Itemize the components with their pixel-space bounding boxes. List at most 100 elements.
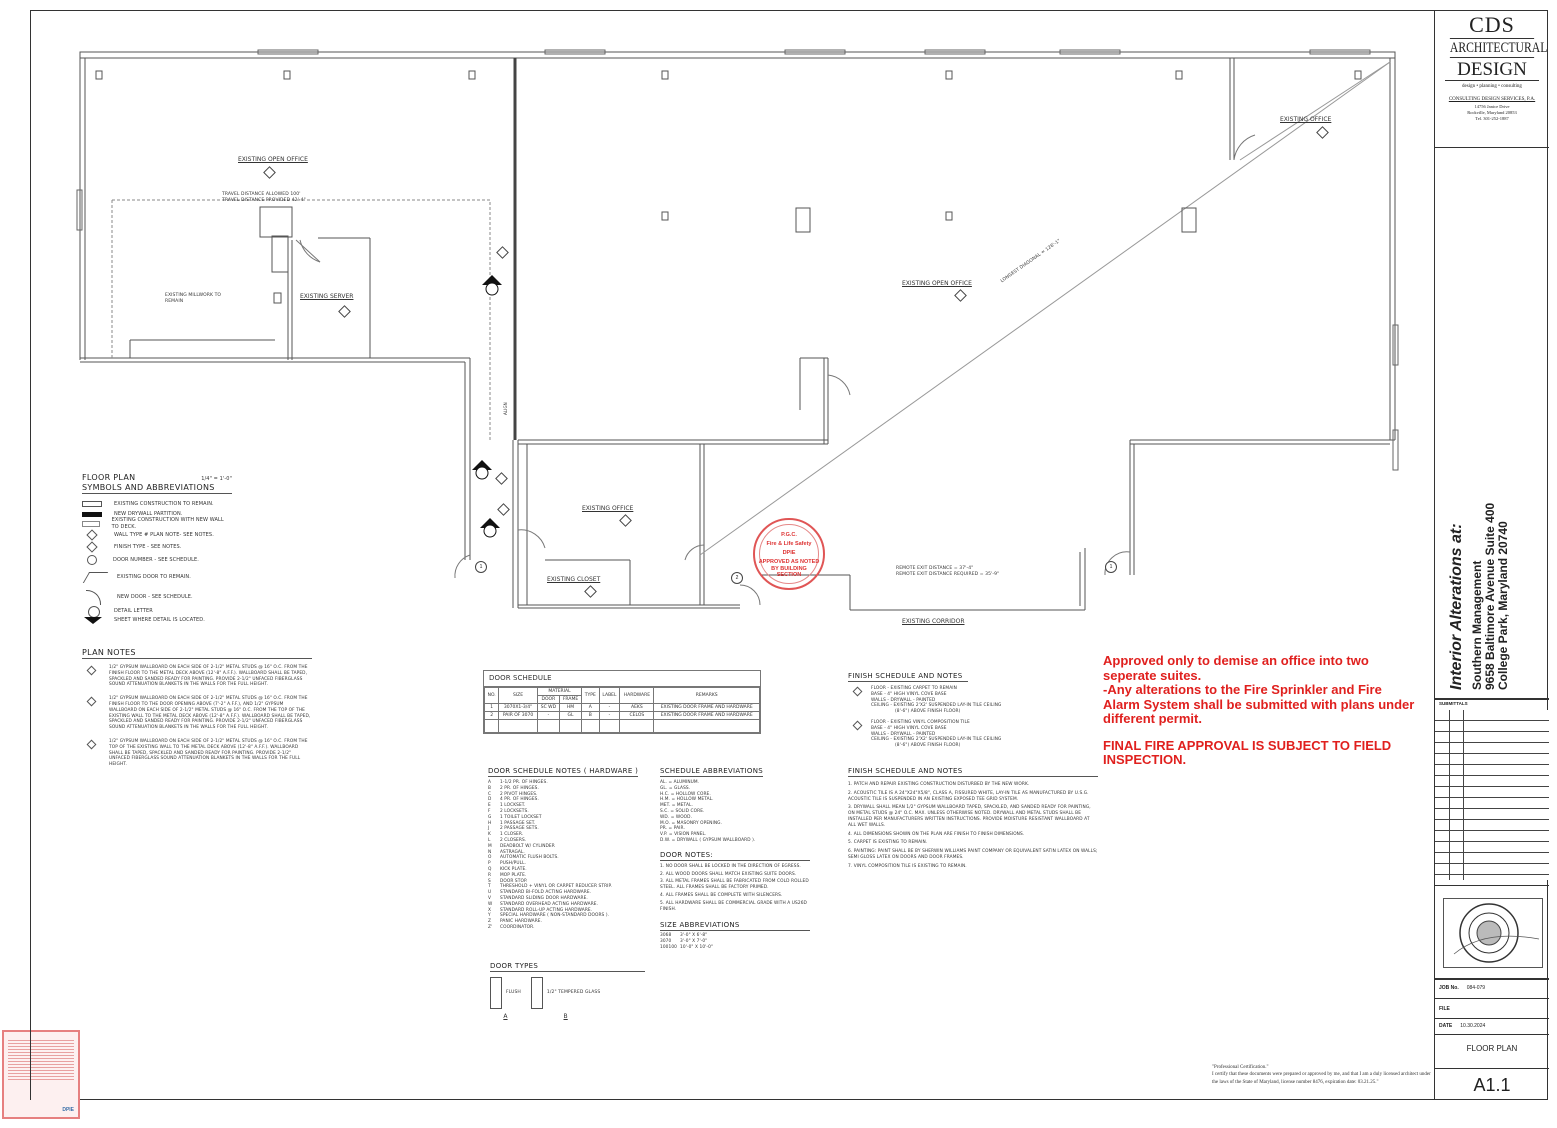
finish-line: WALLS - DRYWALL - PAINTED: [871, 731, 936, 737]
legend-item: WALL TYPE # PLAN NOTE- SEE NOTES.: [114, 531, 214, 538]
wall-type-icon: [86, 529, 98, 541]
hardware-key: F: [488, 808, 491, 814]
hardware-key: M: [488, 843, 492, 849]
plan-note: 1/2" GYPSUM WALLBOARD ON EACH SIDE OF 2-…: [109, 665, 308, 688]
legend-item: NEW DOOR - SEE SCHEDULE.: [117, 593, 193, 600]
job-value: 084-079: [1466, 985, 1486, 991]
schedule-abbreviations: SCHEDULE ABBREVIATIONS AL. = ALUMINUM.GL…: [660, 760, 830, 951]
legend-item: EXISTING DOOR TO REMAIN.: [117, 573, 191, 580]
door-type-note: FLUSH: [506, 989, 521, 995]
col-header: No.: [483, 687, 500, 705]
cell-no: 1: [483, 703, 500, 713]
sheet-edge: [30, 1010, 31, 1100]
fire-approval-stamp: P.G.C. Fire & Life Safety DPIE APPROVED …: [753, 518, 825, 590]
hardware-desc: ASTRAGAL.: [500, 849, 525, 855]
wall-type-icon: [86, 739, 97, 750]
hardware-desc: STANDARD SLIDING DOOR HARDWARE.: [500, 895, 588, 901]
col-header: LABEL: [598, 687, 621, 705]
stamp-line: SECTION: [776, 572, 802, 578]
finish-line: (8'-6") ABOVE FINISH FLOOR): [895, 709, 961, 715]
finish-schedule-title: FINISH SCHEDULE AND NOTES: [848, 672, 968, 682]
hardware-notes-title: DOOR SCHEDULE NOTES ( HARDWARE ): [488, 767, 639, 777]
project-line: College Park, Maryland 20740: [1496, 521, 1510, 690]
remote-exit-distance: REMOTE EXIT DISTANCE = 37'-4": [896, 566, 974, 571]
finish-note: 7. VINYL COMPOSITION TILE IS EXISTING TO…: [848, 863, 967, 869]
door-types: DOOR TYPES FLUSH A 1/2" TEMPERED GLASS B: [490, 955, 645, 1021]
finish-type-icon: [852, 720, 863, 731]
abbreviation-item: PR. = PAIR.: [660, 826, 685, 832]
room-label-open-office-west: EXISTING OPEN OFFICE: [238, 156, 308, 163]
abbreviation-item: WD. = WOOD.: [660, 814, 693, 820]
hardware-key: D: [488, 797, 492, 803]
existing-new-wall-icon: [82, 521, 100, 527]
door-type-letter: A: [503, 1013, 508, 1020]
approval-conditions-note: Approved only to demise an office into t…: [1103, 653, 1433, 768]
finish-notes: FINISH SCHEDULE AND NOTES 1. PATCH AND R…: [848, 760, 1098, 873]
cell-size: 3070x1-3/4": [498, 703, 538, 713]
wall-type-icon: [86, 696, 97, 707]
hardware-desc: STANDARD OVERHEAD ACTING HARDWARE.: [500, 901, 599, 907]
table-row: 2 PAIR OF 3070 - GL B - CELOS EXISTING D…: [483, 711, 760, 721]
cell-label: -: [598, 711, 621, 721]
finish-schedule: FINISH SCHEDULE AND NOTES FLOOR - EXISTI…: [848, 665, 1083, 749]
symbols-legend: FLOOR PLAN 1/4" = 1'-0" SYMBOLS AND ABBR…: [82, 473, 232, 625]
logo-line: CDS: [1469, 12, 1515, 37]
cell-remarks: EXISTING DOOR FRAME AND HARDWARE: [653, 703, 760, 713]
hardware-desc: MOP PLATE.: [500, 872, 527, 878]
door-tag-icon: 1: [475, 561, 487, 573]
size-abbr-title: SIZE ABBREVIATIONS: [660, 921, 810, 932]
date-field: DATE 10.30.2024: [1439, 1023, 1485, 1029]
plan-note: 1/2" GYPSUM WALLBOARD ON EACH SIDE OF 2-…: [109, 738, 308, 768]
cell-type: A: [581, 703, 600, 713]
cell-no: 2: [483, 711, 500, 721]
col-header: TYPE: [581, 687, 600, 705]
size-code: 3068: [660, 933, 672, 939]
table-row-empty: [483, 719, 760, 734]
travel-distance-provided: TRAVEL DISTANCE PROVIDED 42'-4": [222, 198, 306, 203]
finish-type-icon: [86, 541, 98, 553]
hardware-key: P: [488, 861, 491, 867]
hardware-key: Q: [488, 866, 492, 872]
finish-line: FLOOR - EXISTING VINYL COMPOSITION TILE: [871, 719, 970, 725]
finish-line: CEILING - EXISTING 2'x2' SUSPENDED LAY-I…: [871, 737, 1002, 743]
plan-note: 1/2" GYPSUM WALLBOARD ON EACH SIDE OF 2-…: [109, 696, 311, 731]
finish-note: 1. PATCH AND REPAIR EXISTING CONSTRUCTIO…: [848, 782, 1030, 787]
align-note: ALIGN: [503, 402, 508, 415]
door-types-title: DOOR TYPES: [490, 962, 645, 972]
hardware-key: Z': [488, 924, 493, 930]
legend-item: DETAIL LETTER: [114, 608, 153, 615]
size-code: 100100: [660, 944, 678, 950]
hardware-key: X: [488, 907, 492, 913]
legend-title: FLOOR PLAN: [82, 473, 136, 482]
hardware-key: T: [488, 884, 491, 890]
stamp-line: Fire & Life Safety: [766, 541, 812, 547]
stamp-line: BY BUILDING: [771, 566, 807, 572]
firm-address: 14756 Janice Drive: [1474, 104, 1510, 109]
title-block: CDS ARCHITECTURAL DESIGN design • planni…: [1434, 10, 1549, 1100]
cell-type: B: [581, 711, 600, 721]
hardware-key: E: [488, 803, 491, 809]
plan-notes: PLAN NOTES 1/2" GYPSUM WALLBOARD ON EACH…: [82, 648, 312, 768]
list-item: Z'COORDINATOR.: [488, 925, 648, 931]
cell-door: -: [536, 711, 560, 721]
travel-distance-allowed: TRAVEL DISTANCE ALLOWED 100': [222, 192, 301, 197]
firm-address: Tel. 301-252-1887: [1475, 116, 1509, 121]
size-code: 3070: [660, 939, 672, 945]
hardware-key: K: [488, 832, 491, 838]
maryland-seal-icon: [1453, 903, 1540, 963]
door-note: 2. ALL WOOD DOORS SHALL MATCH EXISTING S…: [660, 871, 797, 877]
professional-certification: "Professional Certification." I certify …: [1212, 1064, 1434, 1086]
hardware-key: Y: [488, 913, 491, 919]
hardware-key: C: [488, 791, 492, 797]
col-header: MATERIAL: [536, 687, 583, 697]
cell-door: SC WD: [536, 703, 560, 713]
hardware-key: A: [488, 780, 492, 785]
